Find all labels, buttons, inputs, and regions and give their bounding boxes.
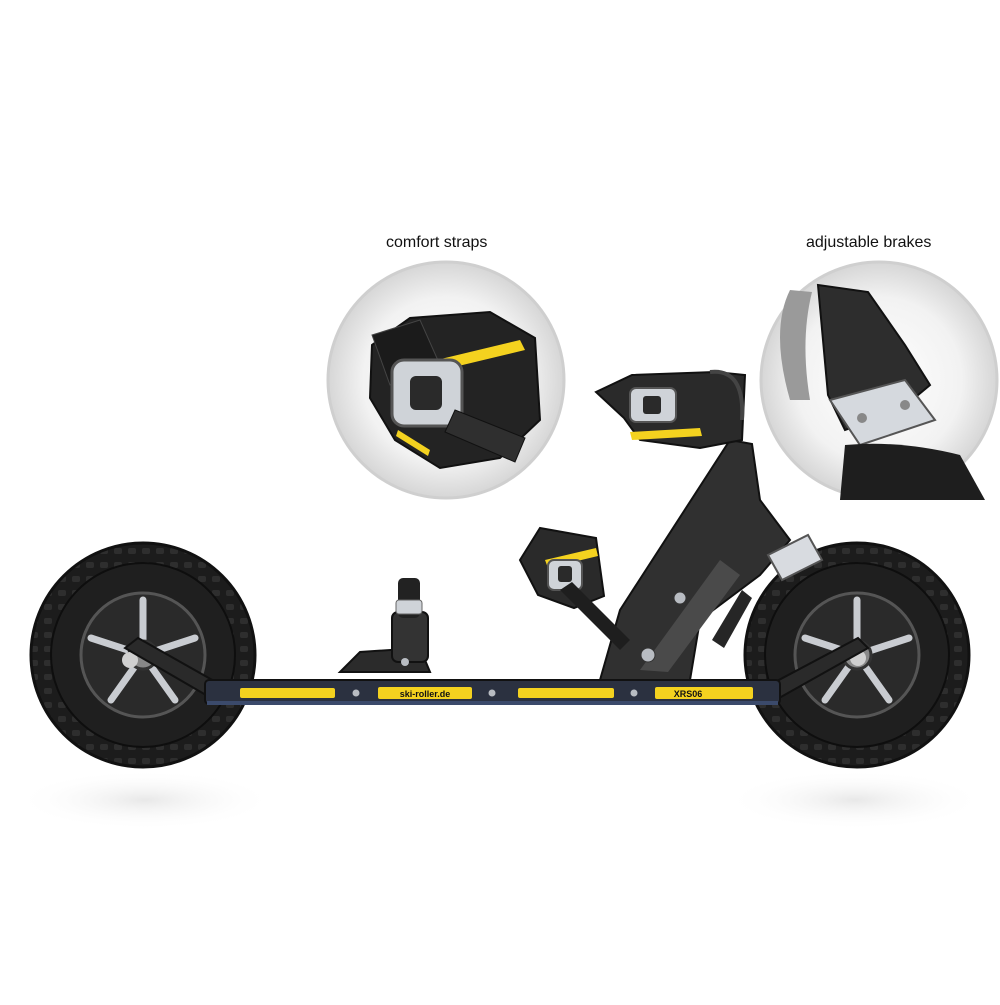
board-url-text: ski-roller.de bbox=[400, 689, 451, 699]
board-deck bbox=[204, 679, 781, 705]
comfort-straps-label: comfort straps bbox=[386, 234, 488, 251]
ground-shadow-right bbox=[725, 770, 985, 830]
mid-strap-binding bbox=[518, 526, 630, 650]
adjustable-brakes-label: adjustable brakes bbox=[806, 234, 932, 251]
front-toe-binding bbox=[337, 578, 432, 673]
board-model-text: XRS06 bbox=[674, 689, 703, 699]
ground-shadow-left bbox=[15, 770, 275, 830]
adjustable-brakes-lens bbox=[759, 260, 999, 500]
comfort-straps-lens bbox=[326, 260, 566, 500]
top-strap-binding bbox=[594, 369, 747, 450]
rear-binding-frame bbox=[598, 438, 824, 681]
